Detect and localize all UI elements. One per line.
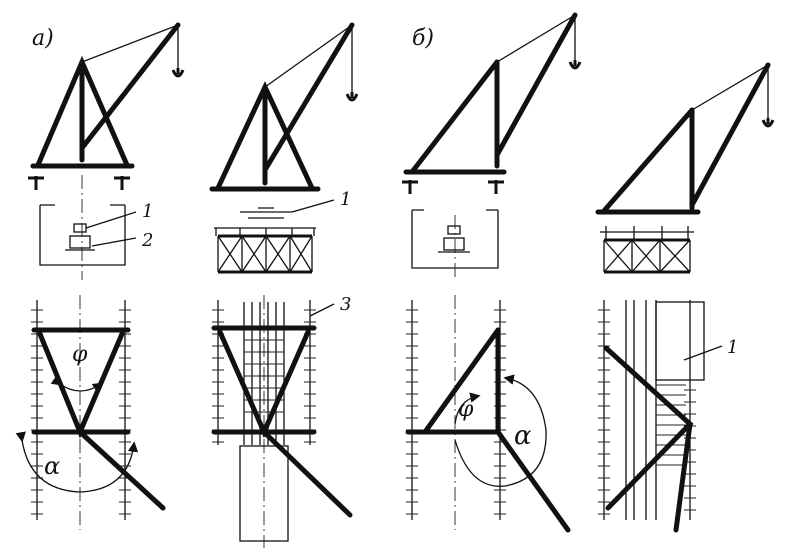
plan-a1: φ α: [15, 295, 166, 530]
hook-icon-4: [761, 118, 775, 128]
label-part-b: б): [412, 26, 434, 51]
plan-b1: φ α: [405, 295, 571, 533]
label-alpha-b: α: [514, 421, 532, 451]
plan-b2: 1: [598, 300, 738, 533]
hook-icon-2: [345, 92, 359, 102]
hook-icon: [171, 68, 185, 78]
label-2-a: 2: [141, 230, 153, 251]
crane-a2: 1: [209, 22, 359, 274]
equipment-2: [69, 235, 91, 249]
crane-b2: [595, 62, 775, 274]
label-part-a: а): [32, 26, 54, 51]
label-1-a2: 1: [340, 189, 351, 210]
label-1-a: 1: [142, 201, 153, 222]
label-3: 3: [340, 294, 351, 315]
equipment-1: [73, 223, 87, 233]
crane-b1: б): [402, 12, 582, 280]
label-1-b: 1: [727, 337, 738, 358]
label-phi-a: φ: [72, 342, 88, 367]
label-phi-b: φ: [458, 397, 474, 422]
label-alpha-a: α: [44, 452, 60, 480]
crane-a1: а) 1 2: [28, 22, 185, 280]
plan-a2: 3: [211, 294, 353, 548]
equipment-1-b: [655, 301, 705, 381]
hook-icon-3: [568, 60, 582, 70]
